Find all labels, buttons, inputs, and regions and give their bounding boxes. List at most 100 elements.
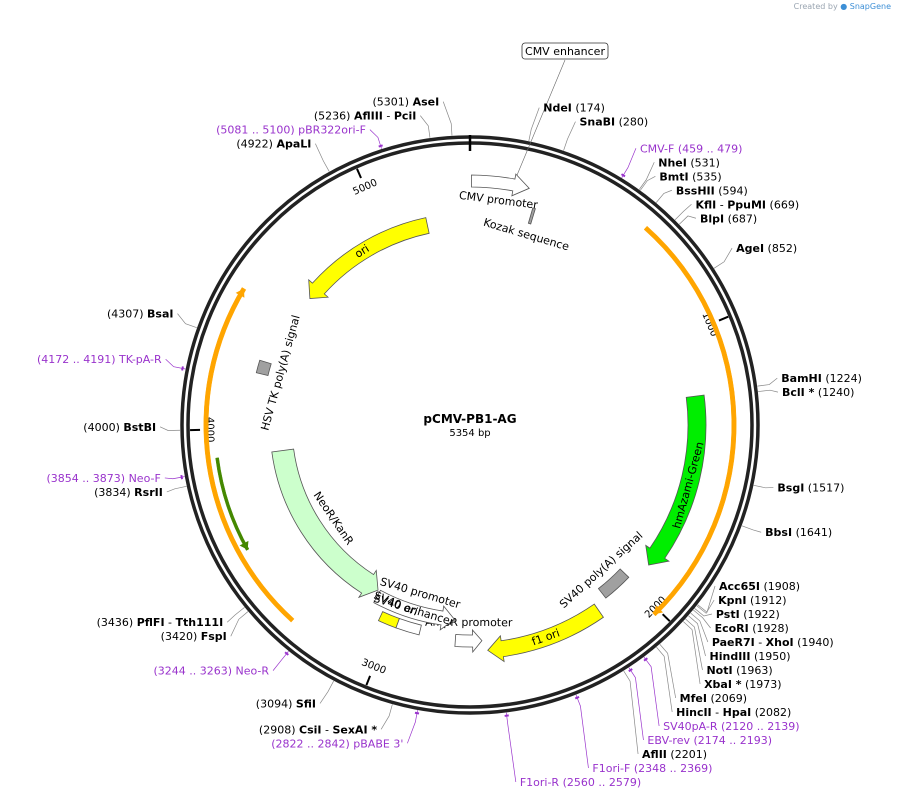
site-position: (3834) <box>94 486 131 499</box>
site-name: BbsI <box>765 526 792 539</box>
site-snabi[interactable]: SnaBI (280) <box>563 116 649 151</box>
site-xbai[interactable]: XbaI * (1973) <box>683 621 782 691</box>
site-position: (4307) <box>107 308 144 321</box>
site-asei[interactable]: (5301) AseI <box>373 96 453 136</box>
site-acc65i[interactable]: Acc65I (1908) <box>697 580 800 613</box>
site-position: (4000) <box>83 421 120 434</box>
site-name: F1ori-R <box>520 776 560 789</box>
site-sv40pa-r[interactable]: SV40pA-R (2120 .. 2139) <box>643 656 800 733</box>
site-bsshii[interactable]: BssHII (594) <box>655 184 748 203</box>
site-label: (4307) BsaI <box>107 308 174 321</box>
site-neo-r[interactable]: (3244 .. 3263) Neo-R <box>153 651 289 678</box>
site-pbabe-3[interactable]: (2822 .. 2842) pBABE 3' <box>271 710 420 750</box>
site-position: (5301) <box>373 96 410 109</box>
feature-hsv-tk-poly-a-signal[interactable]: HSV TK poly(A) signal <box>255 314 303 432</box>
site-position: (1641) <box>796 526 833 539</box>
site-position: (2174 .. 2193) <box>694 734 773 747</box>
site-bsai[interactable]: (4307) BsaI <box>107 308 197 329</box>
site-label: (3834) RsrII <box>94 486 163 499</box>
site-leader <box>442 101 453 136</box>
feature-arrow <box>395 618 422 636</box>
feature-cmv-promoter[interactable]: CMV promoter <box>458 173 539 212</box>
site-position: (852) <box>768 242 798 255</box>
site-label: AflII (2201) <box>642 748 707 761</box>
site-hindiii[interactable]: HindIII (1950) <box>688 615 791 663</box>
site-aflii[interactable]: AflII (2201) <box>623 670 707 761</box>
site-position: (3420) <box>161 630 198 643</box>
site-cmv-f[interactable]: CMV-F (459 .. 479) <box>620 142 742 179</box>
site-name: EcoRI <box>715 622 749 635</box>
site-fspi[interactable]: (3420) FspI <box>161 611 249 644</box>
site-leader <box>643 656 660 727</box>
site-name: HincII <box>676 706 712 719</box>
site-tk-pa-r[interactable]: (4172 .. 4191) TK-pA-R <box>37 353 186 371</box>
site-label: (3420) FspI <box>161 630 227 643</box>
site-blpi[interactable]: BlpI (687) <box>679 212 757 225</box>
feature-hmazami-green[interactable]: hmAzami-Green <box>645 394 707 566</box>
feature-sv40-poly-a-signal[interactable]: SV40 poly(A) signal <box>557 529 645 611</box>
site-bstbi[interactable]: (4000) BstBI <box>83 421 181 434</box>
site-hincii-hpai[interactable]: HincII - HpaI (2082) <box>656 646 791 719</box>
site-leader <box>713 247 733 269</box>
feature-arrow <box>255 359 272 377</box>
feature-neor-kanr[interactable]: NeoR/KanR <box>271 448 379 599</box>
site-leader <box>656 646 673 713</box>
site-agei[interactable]: AgeI (852) <box>713 242 798 269</box>
site-f1ori-r[interactable]: F1ori-R (2560 .. 2579) <box>504 712 642 789</box>
site-name: pBR322ori-F <box>298 124 366 137</box>
feature-f1-ori[interactable]: f1 ori <box>487 603 604 663</box>
site-noti[interactable]: NotI (1963) <box>685 618 773 677</box>
site-apali[interactable]: (4922) ApaLI <box>236 138 330 172</box>
site-label: XbaI * (1973) <box>704 678 782 691</box>
feature-label: ori <box>353 242 372 261</box>
site-psti[interactable]: PstI (1922) <box>694 608 780 621</box>
feature-cmv-enhancer[interactable]: CMV enhancer <box>514 42 609 181</box>
site-ebv-rev[interactable]: EBV-rev (2174 .. 2193) <box>628 667 773 747</box>
site-pflfi-tth111i[interactable]: (3436) PflFI - Tth111I <box>97 607 245 629</box>
site-nhei[interactable]: NheI (531) <box>638 156 720 190</box>
tick-label: 4000 <box>204 417 215 443</box>
site-label: BlpI (687) <box>700 212 757 225</box>
site-csii-sexai[interactable]: (2908) CsiI - SexAI * <box>259 704 393 736</box>
site-label: Acc65I (1908) <box>719 580 800 593</box>
site-name: AflII <box>642 748 667 761</box>
feature-label: Kozak sequence <box>482 216 571 254</box>
site-label: BamHI (1224) <box>781 372 862 385</box>
site-label: HincII - HpaI (2082) <box>676 706 791 719</box>
site-label: NotI (1963) <box>706 664 772 677</box>
site-kpni[interactable]: KpnI (1912) <box>696 594 787 614</box>
site-paer7i-xhoi[interactable]: PaeR7I - XhoI (1940) <box>690 612 834 649</box>
site-ecori[interactable]: EcoRI (1928) <box>693 609 789 635</box>
site-leader <box>528 107 540 142</box>
site-name: BstBI <box>123 421 156 434</box>
site-bamhi[interactable]: BamHI (1224) <box>757 372 862 387</box>
site-leader <box>696 599 715 614</box>
feature-kozak-sequence[interactable]: Kozak sequence <box>482 207 571 254</box>
feature-leader <box>514 59 566 181</box>
site-label: (2908) CsiI - SexAI * <box>259 723 377 736</box>
site-pbr322ori-f[interactable]: (5081 .. 5100) pBR322ori-F <box>216 124 383 149</box>
site-bsgi[interactable]: BsgI (1517) <box>753 482 845 495</box>
site-f1ori-f[interactable]: F1ori-F (2348 .. 2369) <box>574 694 713 775</box>
site-position: (2560 .. 2579) <box>563 776 642 789</box>
site-sfii[interactable]: (3094) SfiI <box>256 680 334 710</box>
site-mfei[interactable]: MfeI (2069) <box>659 644 747 705</box>
site-kfli-ppumi[interactable]: KflI - PpuMI (669) <box>674 198 799 221</box>
site-bbsi[interactable]: BbsI (1641) <box>741 525 833 539</box>
feature-label: CMV promoter <box>458 189 539 212</box>
site-bcli[interactable]: BclI * (1240) <box>758 386 854 399</box>
feature-ori[interactable]: ori <box>308 217 430 300</box>
site-name: pBABE 3' <box>353 737 403 750</box>
site-position: (2348 .. 2369) <box>634 762 713 775</box>
site-afliii-pcii[interactable]: (5236) AflIII - PciI <box>314 110 431 138</box>
site-ndei[interactable]: NdeI (174) <box>528 102 605 142</box>
site-label: NheI (531) <box>658 156 720 169</box>
site-name: HindIII <box>710 650 751 663</box>
site-name: SV40pA-R <box>663 720 718 733</box>
site-leader <box>623 670 639 755</box>
site-neo-f[interactable]: (3854 .. 3873) Neo-F <box>47 472 185 485</box>
site-rsrii[interactable]: (3834) RsrII <box>94 485 187 499</box>
site-position: (1922) <box>743 608 780 621</box>
tick-mark <box>661 613 671 622</box>
site-bmti[interactable]: BmtI (535) <box>640 170 722 191</box>
